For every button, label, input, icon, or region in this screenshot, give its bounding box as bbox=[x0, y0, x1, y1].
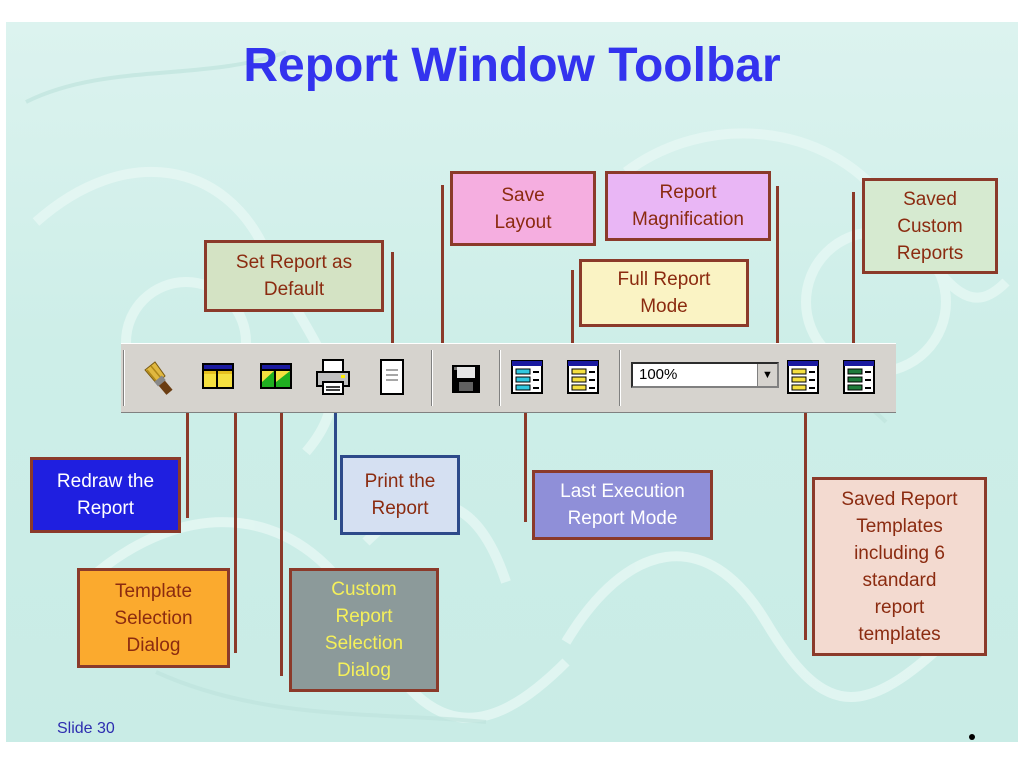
callout-template-selection: Template Selection Dialog bbox=[77, 568, 230, 668]
connector-line bbox=[280, 398, 283, 676]
connector-line bbox=[524, 398, 527, 522]
callout-last-execution: Last Execution Report Mode bbox=[532, 470, 713, 540]
callout-save-layout: Save Layout bbox=[450, 171, 596, 246]
connector-line bbox=[441, 185, 444, 353]
bullet-dot bbox=[969, 734, 975, 740]
template-window-icon[interactable] bbox=[201, 362, 235, 396]
callout-full-report-mode: Full Report Mode bbox=[579, 259, 749, 327]
callout-text: Last Execution Report Mode bbox=[560, 481, 685, 529]
callout-text: Full Report Mode bbox=[617, 269, 711, 317]
connector-line bbox=[391, 252, 394, 356]
callout-custom-report-selection: Custom Report Selection Dialog bbox=[289, 568, 439, 692]
callout-report-magnification: Report Magnification bbox=[605, 171, 771, 241]
callout-saved-custom-reports: Saved Custom Reports bbox=[862, 178, 998, 274]
chevron-down-icon[interactable]: ▼ bbox=[757, 364, 777, 386]
connector-line bbox=[234, 398, 237, 653]
slide-number: Slide 30 bbox=[57, 720, 115, 737]
callout-text: Saved Custom Reports bbox=[896, 188, 964, 264]
toolbar-separator bbox=[431, 350, 433, 406]
connector-line bbox=[776, 186, 779, 352]
callout-text: Report Magnification bbox=[632, 182, 744, 230]
report-yellow-icon[interactable] bbox=[787, 360, 821, 394]
report-cyan-icon[interactable] bbox=[511, 360, 545, 394]
callout-set-report-default: Set Report as Default bbox=[204, 240, 384, 312]
paintbrush-icon[interactable] bbox=[141, 360, 175, 395]
connector-line bbox=[571, 270, 574, 356]
printer-icon[interactable] bbox=[314, 358, 350, 395]
connector-line bbox=[334, 398, 337, 520]
callout-text: Print the Report bbox=[364, 471, 436, 519]
toolbar-separator bbox=[619, 350, 621, 406]
callout-text: Saved Report Templates including 6 stand… bbox=[841, 488, 958, 645]
zoom-value: 100% bbox=[639, 366, 678, 383]
callout-redraw-report: Redraw the Report bbox=[30, 457, 181, 533]
slide-title: Report Window Toolbar bbox=[243, 39, 781, 92]
callout-saved-report-templates: Saved Report Templates including 6 stand… bbox=[812, 477, 987, 656]
page-icon[interactable] bbox=[379, 358, 413, 395]
report-yellow-icon[interactable] bbox=[567, 360, 601, 394]
callout-text: Save Layout bbox=[494, 184, 552, 233]
report-toolbar: 100% ▼ bbox=[121, 343, 896, 413]
connector-line bbox=[186, 398, 189, 518]
custom-window-icon[interactable] bbox=[259, 362, 293, 396]
callout-print-report: Print the Report bbox=[340, 455, 460, 535]
toolbar-separator bbox=[499, 350, 501, 406]
floppy-disk-icon[interactable] bbox=[451, 364, 485, 398]
callout-text: Set Report as Default bbox=[235, 252, 353, 300]
callout-text: Redraw the Report bbox=[56, 471, 155, 519]
report-green-icon[interactable] bbox=[843, 360, 877, 394]
connector-line bbox=[804, 410, 807, 640]
callout-text: Custom Report Selection Dialog bbox=[324, 579, 404, 681]
zoom-select[interactable]: 100% ▼ bbox=[631, 362, 779, 388]
callout-text: Template Selection Dialog bbox=[114, 580, 193, 656]
connector-line bbox=[852, 192, 855, 356]
toolbar-separator bbox=[123, 350, 125, 406]
